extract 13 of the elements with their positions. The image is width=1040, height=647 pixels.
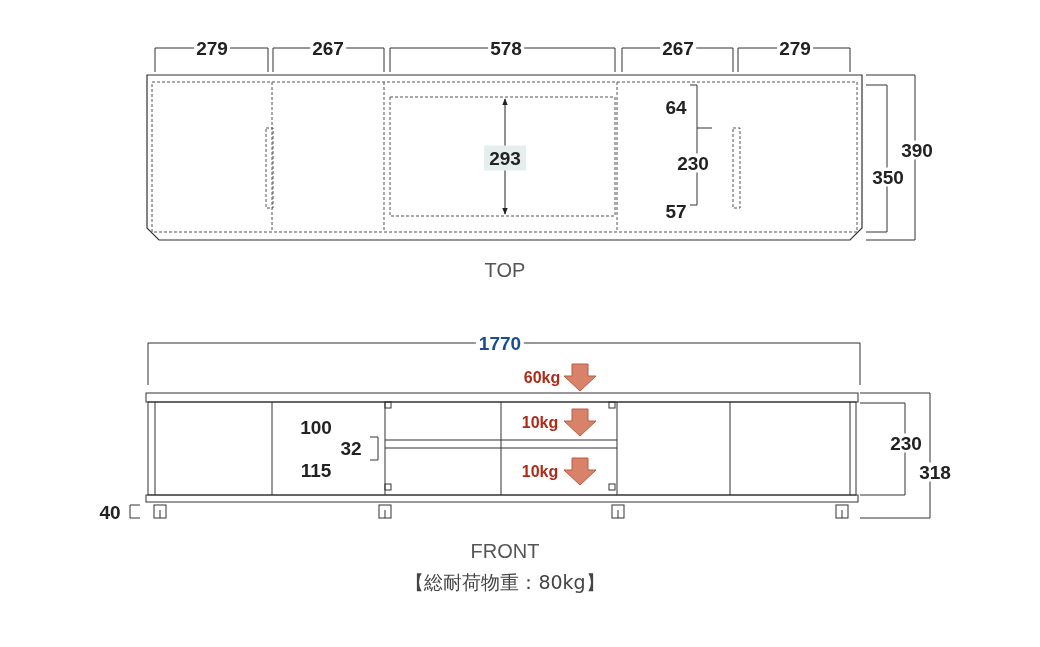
view-label: FRONT [470, 541, 540, 561]
dimension-label: 293 [484, 145, 526, 171]
view-label: TOP [484, 260, 526, 280]
dimension-label: 115 [298, 460, 334, 480]
dimension-label: 350 [870, 167, 906, 187]
dimension-label: 390 [899, 140, 935, 160]
load-label: 10kg [521, 415, 559, 431]
load-label: 10kg [521, 464, 559, 480]
dimension-label: 230 [888, 433, 924, 453]
dimension-label: 230 [675, 153, 711, 173]
load-label: 60kg [523, 370, 561, 386]
dimension-label: 318 [917, 462, 953, 482]
load-capacity-note: 【総耐荷物重：80kg】 [405, 572, 605, 592]
